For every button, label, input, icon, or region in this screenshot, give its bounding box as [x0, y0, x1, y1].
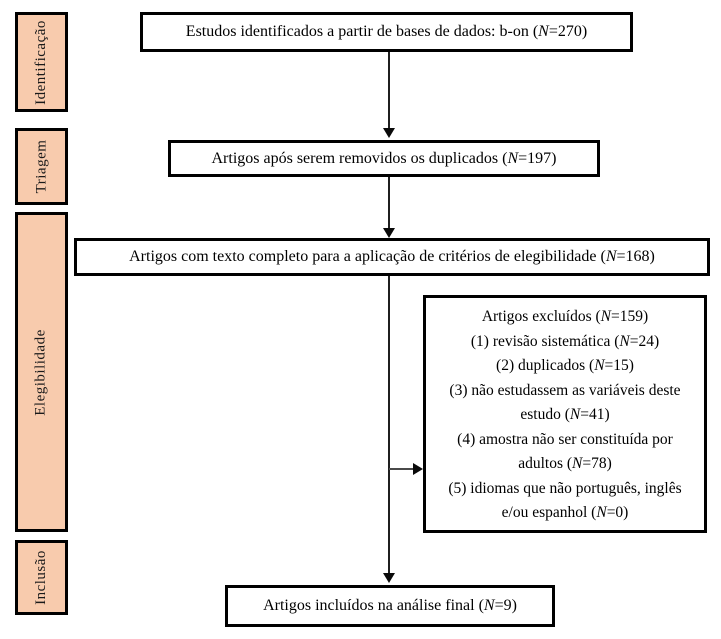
box-studies-identified-text: Estudos identificados a partir de bases …: [186, 22, 587, 41]
text-pre: Artigos após serem removidos os duplicad…: [211, 149, 508, 167]
text-post: =9): [494, 597, 517, 615]
stage-triagem: Triagem: [15, 128, 68, 205]
excluded-title: Artigos excluídos (N=159): [434, 305, 696, 330]
text-pre: Artigos com texto completo para a aplica…: [129, 248, 606, 266]
arrow-line-identified-to-dedup: [388, 52, 390, 129]
n-symbol: N: [619, 332, 630, 350]
box-studies-identified: Estudos identificados a partir de bases …: [140, 12, 633, 52]
arrowhead-dedup-to-fulltext: [383, 228, 395, 238]
stage-triagem-label: Triagem: [33, 139, 49, 194]
stage-elegibilidade: Elegibilidade: [15, 212, 68, 532]
text-post: =159): [611, 308, 649, 325]
excluded-reason-4: (4) amostra não ser constituída por adul…: [434, 428, 696, 477]
box-fulltext-eligibility-text: Artigos com texto completo para a aplica…: [129, 247, 655, 266]
arrow-line-fulltext-to-included: [388, 276, 390, 574]
excluded-reason-5: (5) idiomas que não português, inglês e/…: [434, 477, 696, 526]
stage-inclusao: Inclusão: [15, 540, 68, 615]
box-included-final: Artigos incluídos na análise final (N=9): [225, 585, 555, 627]
excluded-reason-3: (3) não estudassem as variáveis deste es…: [434, 379, 696, 428]
text-pre: (4) amostra não ser constituída por adul…: [457, 430, 673, 473]
text-pre: (2) duplicados (: [496, 357, 595, 374]
box-duplicates-removed-text: Artigos após serem removidos os duplicad…: [212, 149, 557, 168]
text-pre: (1) revisão sistemática (: [470, 332, 620, 350]
box-articles-excluded: Artigos excluídos (N=159) (1) revisão si…: [423, 295, 707, 533]
text-post: =0): [606, 504, 629, 521]
box-included-final-text: Artigos incluídos na análise final (N=9): [263, 596, 517, 615]
n-symbol: N: [605, 248, 617, 266]
arrowhead-fulltext-to-included: [383, 573, 395, 583]
stage-identificacao-label: Identificação: [33, 19, 49, 105]
text-post: =41): [580, 406, 610, 423]
stage-identificacao: Identificação: [15, 12, 68, 112]
stage-inclusao-label: Inclusão: [33, 550, 50, 605]
n-symbol: N: [538, 23, 549, 41]
arrowhead-to-excluded: [413, 463, 423, 475]
n-symbol: N: [600, 308, 611, 325]
text-post: =24): [629, 332, 660, 350]
box-duplicates-removed: Artigos após serem removidos os duplicad…: [168, 140, 600, 177]
n-symbol: N: [507, 149, 519, 167]
text-post: =78): [582, 455, 612, 472]
n-symbol: N: [596, 504, 607, 521]
box-fulltext-eligibility: Artigos com texto completo para a aplica…: [74, 238, 710, 276]
n-symbol: N: [483, 597, 495, 615]
excluded-reason-2: (2) duplicados (N=15): [434, 354, 696, 379]
n-symbol: N: [594, 357, 605, 374]
text-post: =197): [518, 149, 557, 167]
excluded-reason-1: (1) revisão sistemática (N=24): [434, 330, 696, 355]
n-symbol: N: [569, 406, 581, 423]
text-post: =168): [616, 248, 655, 266]
arrow-line-dedup-to-fulltext: [388, 177, 390, 229]
text-pre: (5) idiomas que não português, inglês e/…: [448, 479, 682, 522]
text-post: =270): [548, 23, 588, 41]
text-pre: Artigos excluídos (: [481, 308, 601, 325]
arrow-line-to-excluded: [389, 468, 414, 470]
text-post: =15): [604, 357, 634, 374]
stage-elegibilidade-label: Elegibilidade: [33, 328, 50, 416]
text-pre: (3) não estudassem as variáveis deste es…: [449, 381, 681, 424]
arrowhead-identified-to-dedup: [383, 128, 395, 138]
text-pre: Artigos incluídos na análise final (: [263, 597, 484, 615]
n-symbol: N: [572, 455, 583, 472]
text-pre: Estudos identificados a partir de bases …: [185, 23, 539, 41]
